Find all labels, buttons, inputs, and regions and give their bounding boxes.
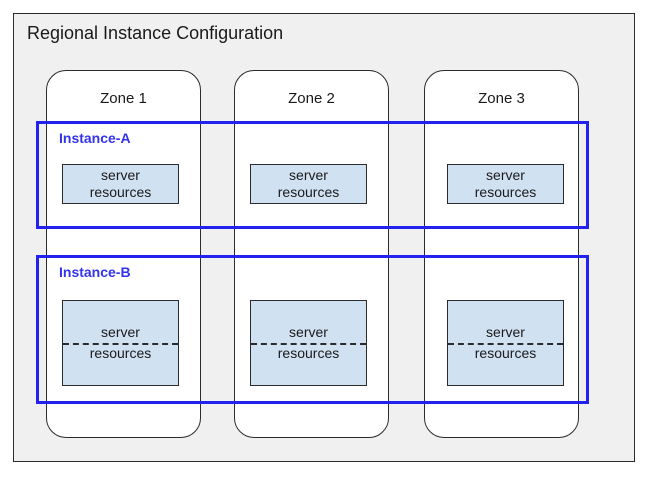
zone-label-1: Zone 1 bbox=[100, 90, 147, 107]
zone-label-2: Zone 2 bbox=[288, 90, 335, 107]
instance-band-b[interactable]: Instance-B bbox=[36, 255, 589, 404]
dashed-divider-icon bbox=[63, 343, 178, 345]
server-resources-box-b3[interactable]: server resources bbox=[447, 300, 564, 386]
server-resources-line1: server bbox=[289, 167, 328, 183]
server-resources-box-b2[interactable]: server resources bbox=[250, 300, 367, 386]
server-resources-box-a2[interactable]: server resources bbox=[250, 164, 367, 204]
dashed-divider-icon bbox=[251, 343, 366, 345]
instance-label-a: Instance-A bbox=[59, 130, 131, 146]
server-resources-box-a3[interactable]: server resources bbox=[447, 164, 564, 204]
server-resources-line1: server bbox=[486, 324, 525, 340]
server-resources-line2: resources bbox=[277, 184, 340, 200]
server-resources-line2: resources bbox=[89, 184, 152, 200]
server-resources-line1: server bbox=[289, 324, 328, 340]
server-resources-box-b1[interactable]: server resources bbox=[62, 300, 179, 386]
instance-band-a[interactable]: Instance-A bbox=[36, 121, 589, 229]
server-resources-line1: server bbox=[101, 324, 140, 340]
server-resources-line1: server bbox=[101, 167, 140, 183]
server-resources-line2: resources bbox=[474, 345, 537, 361]
zone-label-3: Zone 3 bbox=[478, 90, 525, 107]
region-title: Regional Instance Configuration bbox=[27, 23, 284, 43]
server-resources-line2: resources bbox=[277, 345, 340, 361]
server-resources-box-a1[interactable]: server resources bbox=[62, 164, 179, 204]
server-resources-line2: resources bbox=[89, 345, 152, 361]
dashed-divider-icon bbox=[448, 343, 563, 345]
server-resources-line2: resources bbox=[474, 184, 537, 200]
server-resources-line1: server bbox=[486, 167, 525, 183]
instance-label-b: Instance-B bbox=[59, 264, 131, 280]
